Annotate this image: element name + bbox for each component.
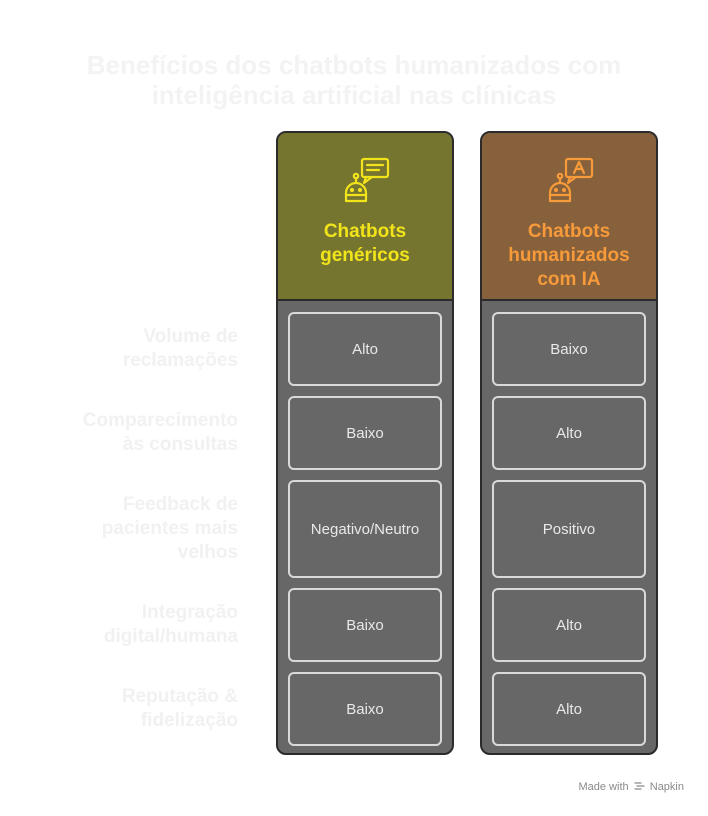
column-title-line: Chatbots: [323, 221, 407, 242]
row-label-feedback: Feedback de pacientes mais velhos: [30, 493, 238, 565]
cell-humanizados-reclamacoes: Baixo: [492, 312, 646, 386]
cell-genericos-integracao: Baixo: [288, 588, 442, 662]
row-label-comparecimento: Comparecimento às consultas: [30, 409, 238, 457]
cell-humanizados-integracao: Alto: [492, 588, 646, 662]
row-label-line: velhos: [177, 542, 238, 563]
row-label-line: Comparecimento: [82, 410, 238, 431]
column-title-line: Chatbots: [527, 221, 611, 242]
made-with-label: Made with: [578, 781, 629, 793]
cell-humanizados-feedback: Positivo: [492, 480, 646, 578]
cell-humanizados-reputacao: Alto: [492, 672, 646, 746]
row-label-line: fidelização: [140, 710, 238, 731]
cell-genericos-reputacao: Baixo: [288, 672, 442, 746]
cell-genericos-feedback: Negativo/Neutro: [288, 480, 442, 578]
column-chatbots-genericos: Chatbots genéricos Alto Baixo Negativo/N…: [276, 131, 454, 755]
row-label-reclamacoes: Volume de reclamações: [30, 325, 238, 373]
column-title-line: humanizados: [508, 245, 630, 266]
napkin-icon: [634, 782, 645, 790]
title-line-2: inteligência artificial nas clínicas: [151, 80, 557, 110]
cell-genericos-comparecimento: Baixo: [288, 396, 442, 470]
row-label-line: reclamações: [122, 350, 238, 371]
row-label-line: Reputação &: [121, 686, 238, 707]
napkin-brand: Napkin: [649, 781, 684, 793]
made-with-napkin[interactable]: Made with Napkin: [578, 781, 684, 793]
cell-genericos-reclamacoes: Alto: [288, 312, 442, 386]
column-chatbots-humanizados: Chatbots humanizados com IA Baixo Alto P…: [480, 131, 658, 755]
column-title-line: com IA: [537, 269, 601, 290]
row-label-line: pacientes mais: [101, 518, 238, 539]
cell-humanizados-comparecimento: Alto: [492, 396, 646, 470]
row-label-line: Feedback de: [122, 494, 238, 515]
column-header: Chatbots humanizados com IA: [482, 133, 656, 301]
robot-chat-icon: [344, 157, 390, 203]
row-label-reputacao: Reputação & fidelização: [30, 685, 238, 733]
row-label-line: digital/humana: [103, 626, 238, 647]
row-label-line: às consultas: [122, 434, 238, 455]
row-label-line: Integração: [141, 602, 238, 623]
column-header: Chatbots genéricos: [278, 133, 452, 301]
column-title-line: genéricos: [320, 245, 410, 266]
row-label-integracao: Integração digital/humana: [30, 601, 238, 649]
row-label-line: Volume de: [143, 326, 238, 347]
robot-translate-icon: [548, 157, 594, 203]
title-line-1: Benefícios dos chatbots humanizados com: [86, 50, 622, 80]
